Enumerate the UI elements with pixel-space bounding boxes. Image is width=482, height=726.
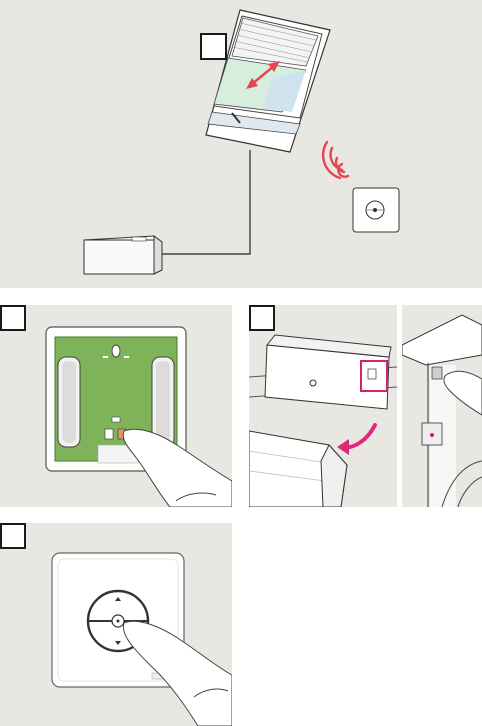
step-number-box [200,33,227,60]
overview-illustration [0,0,482,288]
motor-illustration [249,305,397,507]
overview-panel [0,0,482,288]
wall-switch-icon [353,188,399,232]
motor-pairing-panel [249,305,397,507]
wall-switch-operate-panel [0,523,232,726]
pcb-illustration [0,305,232,507]
arrow-icon [337,425,375,455]
step-number-box [249,305,275,331]
detail-illustration [402,305,482,507]
signal-waves-icon [323,142,348,178]
window-icon [206,10,330,152]
step-number-box [0,305,26,331]
wall-switch-illustration [0,523,232,726]
step-number-box [0,523,26,549]
control-box-icon [84,236,162,274]
switch-open-panel [0,305,232,507]
detail-inset-panel [402,305,482,507]
